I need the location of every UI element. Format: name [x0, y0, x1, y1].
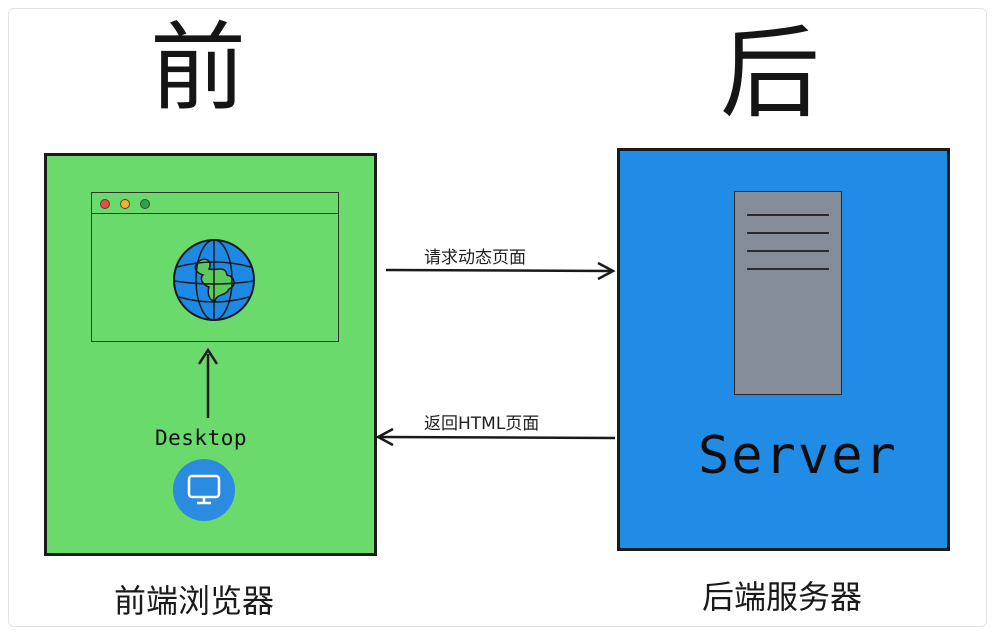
- response-arrow: [375, 427, 616, 447]
- back-caption: 后端服务器: [702, 578, 863, 616]
- browser-title-bar: [92, 193, 338, 214]
- request-label: 请求动态页面: [424, 248, 526, 268]
- arrow-up-icon: [197, 347, 219, 418]
- server-rack-icon: [734, 191, 842, 395]
- server-slot: [747, 268, 829, 270]
- back-panel: Server: [617, 148, 950, 551]
- close-dot-icon: [100, 199, 110, 209]
- globe-icon: [173, 239, 255, 321]
- response-label: 返回HTML页面: [424, 414, 540, 434]
- browser-window: [91, 192, 339, 342]
- request-arrow: [385, 261, 616, 281]
- minimize-dot-icon: [120, 199, 130, 209]
- desktop-label: Desktop: [155, 426, 248, 450]
- back-title: 后: [720, 15, 820, 132]
- desktop-badge: [173, 459, 235, 521]
- server-slot: [747, 232, 829, 234]
- front-caption: 前端浏览器: [114, 582, 275, 620]
- server-slot: [747, 214, 829, 216]
- server-slot: [747, 250, 829, 252]
- maximize-dot-icon: [140, 199, 150, 209]
- front-title: 前: [150, 12, 246, 124]
- monitor-icon: [187, 474, 221, 505]
- diagram-frame: [8, 8, 987, 627]
- server-label: Server: [698, 426, 898, 486]
